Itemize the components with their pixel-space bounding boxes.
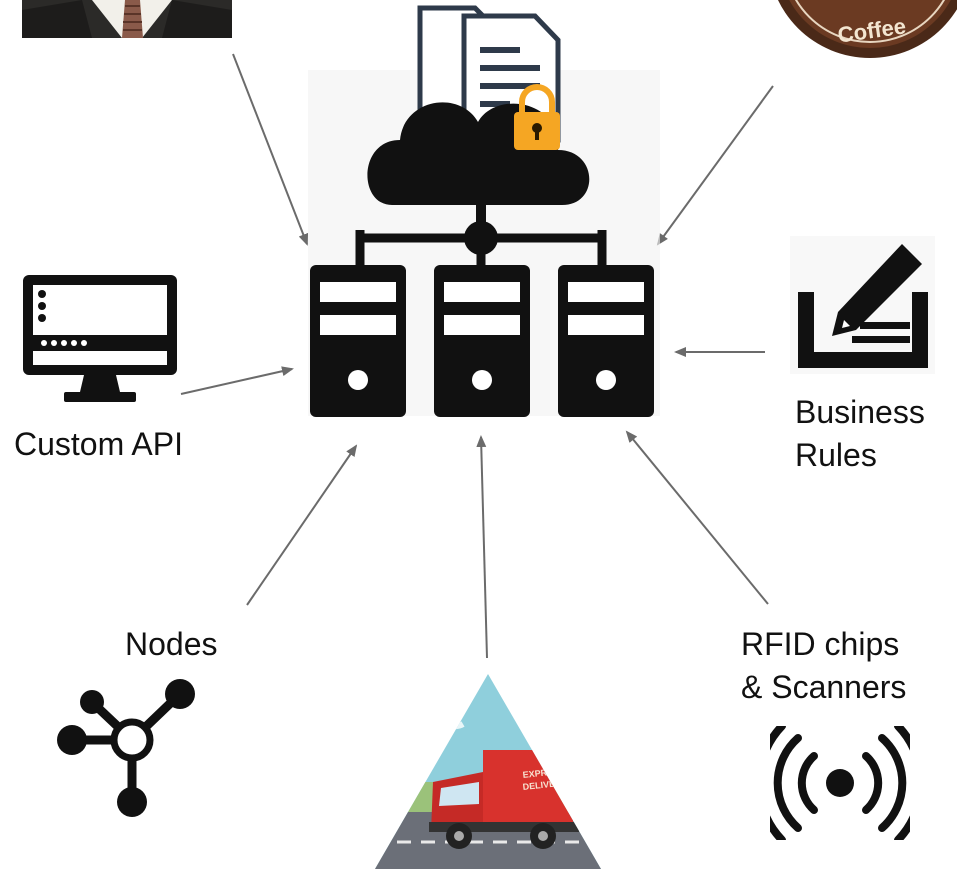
delivery-truck-icon: EXPRESS DELIVERY (375, 674, 601, 869)
arrow-rfid-to-server (625, 430, 769, 605)
signature-icon (790, 236, 935, 374)
arrow-api-to-server (180, 366, 294, 395)
arrow-person-to-server (232, 53, 309, 246)
coffee-logo: Coffee (778, 0, 957, 58)
rfid-label-line2: & Scanners (741, 669, 907, 705)
arrow-truck-to-server (476, 435, 488, 659)
businessman-photo (22, 0, 232, 38)
business-rules-label-line1: Business (795, 394, 925, 430)
custom-api-label: Custom API (14, 426, 183, 462)
monitor-icon (23, 275, 177, 402)
rfid-signal-icon (770, 726, 910, 840)
network-nodes-icon (57, 679, 195, 817)
rfid-label-line1: RFID chips (741, 626, 900, 662)
arrow-coffee-to-server (656, 85, 774, 246)
nodes-label: Nodes (125, 626, 218, 662)
business-rules-label-line2: Rules (795, 437, 877, 473)
cloud-server-icon (308, 5, 660, 417)
arrow-nodes-to-server (246, 444, 358, 606)
